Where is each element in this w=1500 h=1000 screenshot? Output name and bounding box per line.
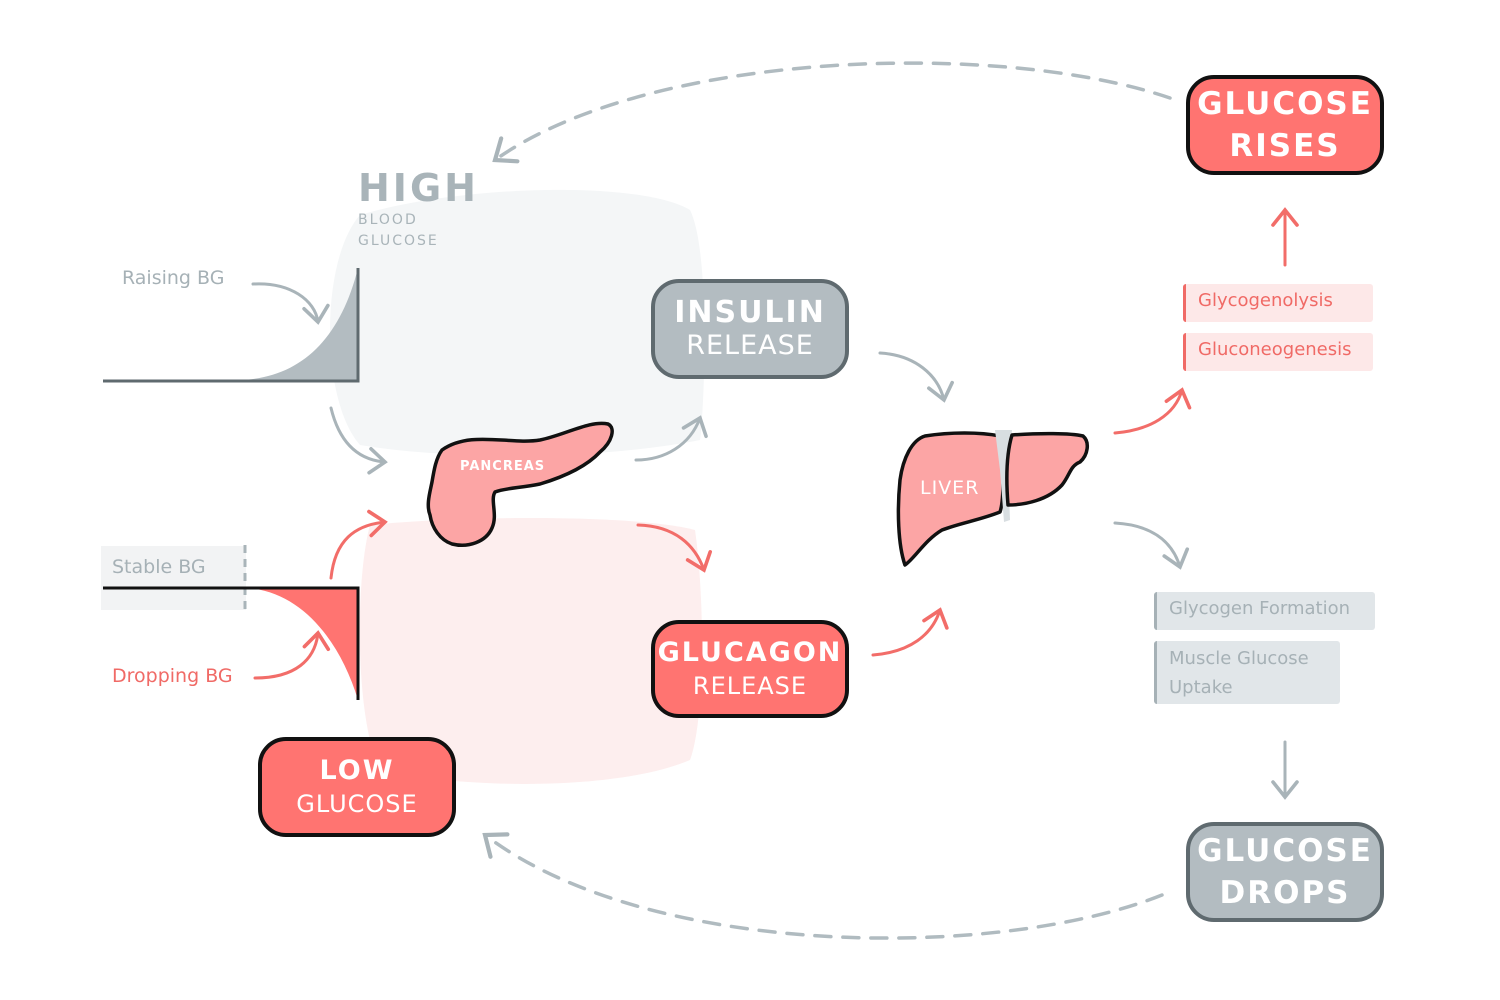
arrow-glucagon-to-liver [871, 607, 949, 657]
stable-bg-label: Stable BG [112, 556, 206, 578]
dropping-bg-axis [103, 586, 360, 700]
process-glycogen-formation: Glycogen Formation [1154, 592, 1375, 630]
stable-bg-band [101, 546, 246, 610]
high-blood-glucose-title: HIGH [358, 166, 479, 210]
raising-bg-curve [240, 268, 358, 380]
process-gluconeogenesis: Gluconeogenesis [1183, 333, 1373, 371]
glucose-drops-line1: GLUCOSE [1197, 833, 1373, 869]
glucose-drops-box: GLUCOSE DROPS [1186, 822, 1384, 922]
dashed-arrow-top [492, 61, 1172, 164]
dashed-arrow-bottom [482, 832, 1164, 940]
glucose-rises-line1: GLUCOSE [1197, 86, 1373, 122]
process-glycogenolysis: Glycogenolysis [1183, 284, 1373, 322]
pancreas-shape [426, 421, 614, 547]
arrow-liver-to-lower-processes [1113, 521, 1190, 570]
dropping-bg-pointer [253, 630, 331, 680]
dropping-bg-curve [245, 588, 358, 700]
high-blood-glucose-line1: BLOOD [358, 212, 418, 228]
high-blood-glucose-line2: GLUCOSE [358, 233, 439, 249]
glucagon-release-box: GLUCAGON RELEASE [651, 620, 849, 718]
liver-label: LIVER [920, 477, 980, 499]
low-glucose-box: LOW GLUCOSE [258, 737, 456, 837]
low-glucose-subtitle: GLUCOSE [296, 790, 418, 818]
insulin-release-title: INSULIN [674, 295, 826, 330]
pancreas-label: PANCREAS [460, 459, 546, 474]
process-muscle-glucose-uptake: Muscle Glucose Uptake [1154, 641, 1340, 704]
dropping-bg-label: Dropping BG [112, 665, 233, 687]
low-glucose-title: LOW [319, 755, 395, 786]
low-zone-background [359, 518, 702, 784]
arrow-insulin-to-liver [878, 351, 954, 403]
glucose-rises-box: GLUCOSE RISES [1186, 75, 1384, 175]
liver-right-lobe [1005, 431, 1089, 507]
glucose-rises-line2: RISES [1229, 128, 1341, 164]
raising-bg-pointer [251, 282, 330, 325]
arrow-pancreas-to-glucagon [636, 523, 713, 573]
glucagon-release-title: GLUCAGON [657, 637, 843, 668]
liver-left-lobe [896, 431, 1005, 567]
raising-bg-label: Raising BG [122, 267, 225, 289]
insulin-release-subtitle: RELEASE [686, 330, 814, 361]
arrow-pancreas-to-insulin [634, 415, 708, 462]
raising-bg-axis [103, 268, 360, 383]
insulin-release-box: INSULIN RELEASE [651, 279, 849, 379]
glucose-drops-line2: DROPS [1219, 875, 1351, 911]
arrow-high-to-pancreas [329, 406, 388, 475]
arrow-low-to-pancreas [329, 509, 388, 580]
arrow-liver-to-raise-processes [1113, 387, 1192, 435]
high-zone-background [330, 189, 705, 456]
glucagon-release-subtitle: RELEASE [692, 672, 808, 700]
